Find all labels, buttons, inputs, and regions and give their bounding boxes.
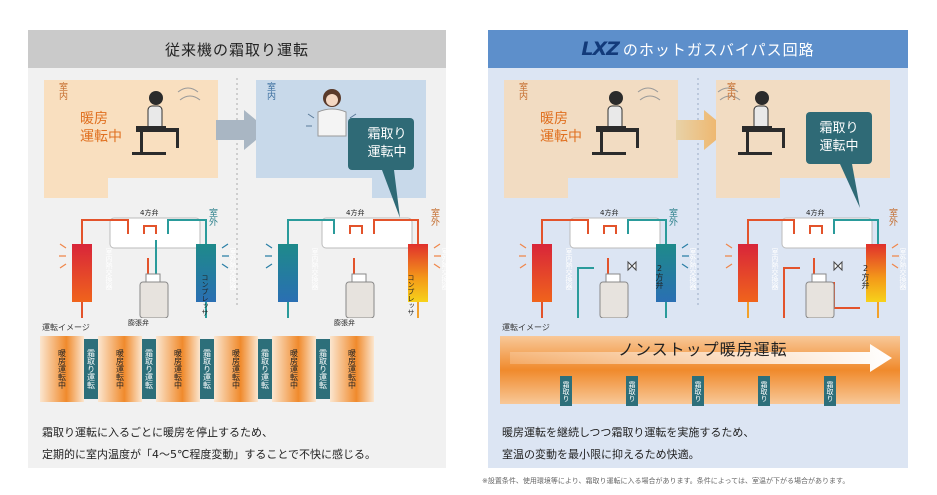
cold-person-icon [306,89,358,137]
indoor-exchanger-label: 室内熱交換器 [771,248,779,290]
compressor-icon [805,273,835,318]
expansion-valve-label: 膨張弁 [334,319,355,327]
warm-air-icon [177,87,201,101]
outdoor-exchanger-label: 室外熱交換器 [441,248,449,290]
timeline-heating-segment: 暖房運転中 [40,336,84,402]
timeline-heating-segment: 暖房運転中 [330,336,374,402]
timeline-heating-segment: 暖房運転中 [214,336,258,402]
timeline-defrost-segment: 霜取り運転 [200,339,214,399]
outdoor-exchanger-label: 室外熱交換器 [689,248,697,290]
indoor-exchanger-warm [532,244,552,302]
state-arrow-icon [676,110,728,150]
defrost-markers: 霜取り 霜取り 霜取り 霜取り 霜取り [500,376,900,408]
cold-radiating-icon [221,243,273,269]
heating-status: 暖房 運転中 [540,111,582,145]
indoor-exchanger-warm [738,244,758,302]
indoor-zone-warm [44,80,218,198]
four-way-valve-label: 4方弁 [140,209,159,217]
right-pipes [287,219,419,318]
outdoor-exchanger-label: 室外熱交換器 [899,248,907,290]
timeline-defrost-segment: 霜取り運転 [84,339,98,399]
seated-person-icon [592,91,639,155]
defrost-marker: 霜取り [560,376,572,406]
timeline-defrost-segment: 霜取り運転 [142,339,156,399]
outdoor-label: 室外 [667,208,677,226]
cold-radiating-icon [681,243,689,269]
indoor-exchanger-warm [72,244,92,302]
timeline-heating-segment: 暖房運転中 [156,336,200,402]
two-way-valve-icon [833,260,843,272]
left-pipes [81,219,207,318]
outdoor-exchanger-label: 室外熱交換器 [229,248,237,290]
nonstop-label: ノンストップ暖房運転 [618,340,788,359]
timeline-heating-segment: 暖房運転中 [272,336,316,402]
indoor-label: 室内 [265,82,275,100]
defrost-marker: 霜取り [692,376,704,406]
conventional-panel: 従来機の霜取り運転 [28,30,449,468]
compressor-icon [599,273,629,318]
heat-radiating-icon [59,243,441,269]
four-way-valve-box [321,217,413,249]
four-way-valve-label: 4方弁 [806,209,825,217]
four-way-valve-box [781,217,873,249]
warm-air-icon [637,87,741,101]
conventional-diagram [44,78,441,318]
heating-status: 暖房 運転中 [80,111,122,145]
two-way-valve-icon [627,260,637,272]
indoor-exchanger-label: 室内熱交換器 [565,248,573,290]
defrost-marker: 霜取り [758,376,770,406]
indoor-exchanger-label: 室内熱交換器 [105,248,113,290]
conventional-title: 従来機の霜取り運転 [28,30,446,68]
conventional-caption: 霜取り運転に入るごとに暖房を停止するため、 定期的に室内温度が「4～5℃程度変動… [42,426,377,461]
indoor-exchanger-label: 室内熱交換器 [311,248,319,290]
lxz-logo: LXZ [581,38,620,60]
lxz-title: LXZ のホットガスバイパス回路 [488,30,908,68]
timeline-defrost-segment: 霜取り運転 [258,339,272,399]
defrost-bubble [348,118,414,218]
expansion-valve-label: 膨張弁 [128,319,149,327]
defrost-bubble [806,112,872,208]
defrost-status: 霜取り 運転中 [367,127,407,160]
lxz-caption: 暖房運転を継続しつつ霜取り運転を実施するため、 室温の変動を最小限に抑えるため快… [502,426,755,461]
outdoor-label: 室外 [429,208,439,226]
four-way-valve-label: 4方弁 [346,209,365,217]
nonstop-arrow-icon [510,344,892,372]
two-way-valve-label: 2方弁 [655,264,664,289]
four-way-valve-label: 4方弁 [600,209,619,217]
indoor-zone-warm [504,80,678,198]
conventional-timeline: 暖房運転中霜取り運転暖房運転中霜取り運転暖房運転中霜取り運転暖房運転中霜取り運転… [40,336,434,402]
footnote: ※設置条件、使用環境等により、霜取り運転に入る場合があります。条件によっては、室… [482,477,850,485]
operation-image-label: 運転イメージ [502,323,550,332]
state-arrow-icon [216,110,268,150]
compressor-icon [345,273,375,318]
compressor-label: コンプレッサ [201,274,209,316]
timeline-heating-segment: 暖房運転中 [98,336,142,402]
timeline-defrost-segment: 霜取り運転 [316,339,330,399]
defrost-marker: 霜取り [626,376,638,406]
seated-person-icon [132,91,179,155]
seated-person-icon [738,91,785,155]
compressor-icon [139,273,169,318]
indoor-label: 室内 [725,82,735,100]
heat-radiating-icon [519,243,899,269]
operation-image-label: 運転イメージ [42,323,90,332]
two-way-valve-label: 2方弁 [861,264,870,289]
defrost-marker: 霜取り [824,376,836,406]
indoor-exchanger-cold [278,244,298,302]
indoor-label: 室内 [57,82,67,100]
outdoor-exchanger-cold [196,244,216,302]
lxz-diagram [504,78,899,318]
compressor-label: コンプレッサ [407,274,415,316]
outdoor-exchanger-cold [656,244,676,302]
outdoor-exchanger-hot [866,244,886,302]
defrost-status: 霜取り 運転中 [819,121,859,154]
outdoor-label: 室外 [207,208,217,226]
lxz-panel: LXZ のホットガスバイパス回路 [488,30,908,468]
outdoor-label: 室外 [887,208,897,226]
outdoor-exchanger-hot [408,244,428,302]
indoor-label: 室内 [517,82,527,100]
